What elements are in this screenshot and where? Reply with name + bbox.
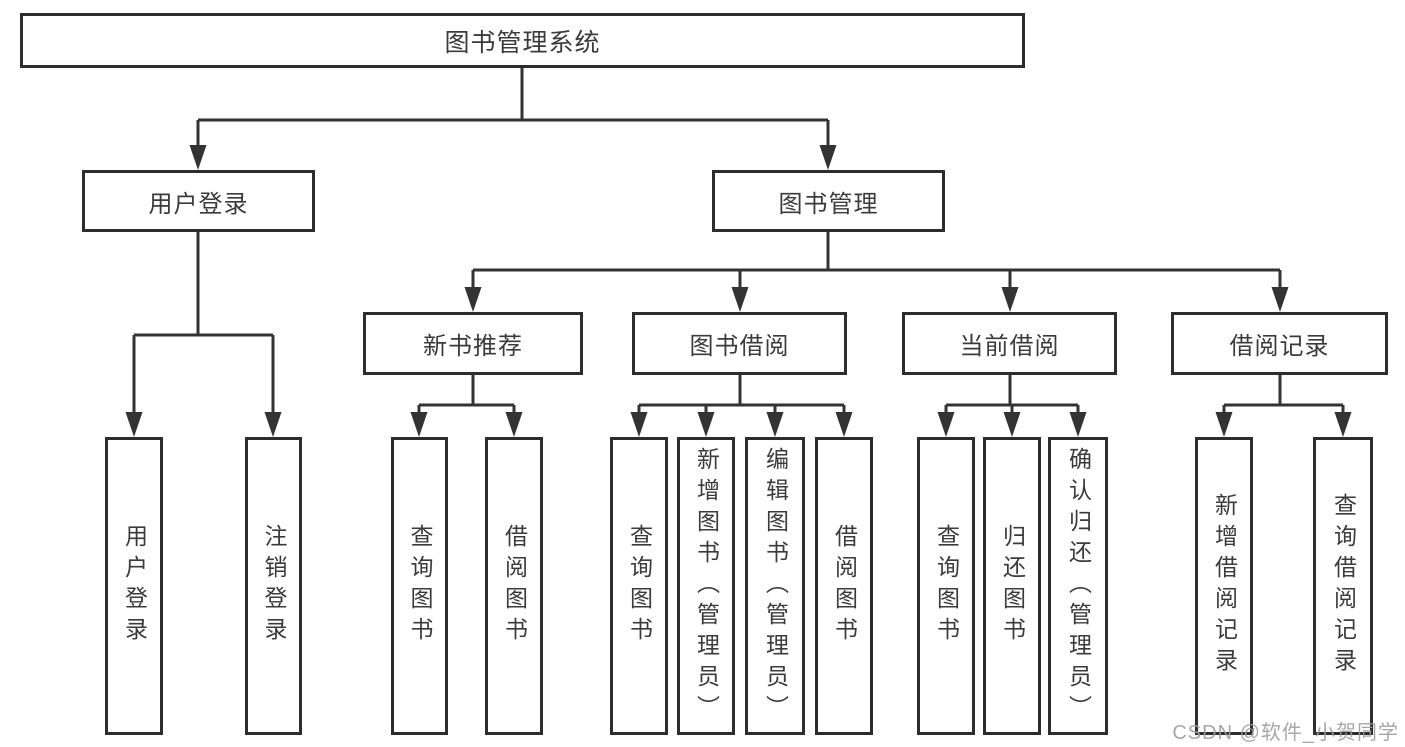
node-label: 查询图书: [933, 524, 960, 648]
node-borrowing-records: 借阅记录: [1171, 312, 1388, 375]
node-label: 新增借阅记录: [1211, 493, 1238, 679]
node-label: 图书管理系统: [444, 28, 601, 57]
arrowhead: [819, 145, 837, 170]
node-label: 图书借阅: [689, 333, 790, 360]
arrowhead: [1215, 412, 1233, 437]
arrowhead: [630, 412, 648, 437]
node-library-management-system: 图书管理系统: [20, 13, 1025, 68]
node-new-book-recommendation: 新书推荐: [363, 312, 583, 375]
node-label: 新增图书（管理员）: [693, 446, 720, 726]
arrowhead: [835, 412, 853, 437]
node-leaf-confirm-return-admin: 确认归还（管理员）: [1048, 437, 1108, 735]
arrowhead: [410, 412, 428, 437]
arrowhead: [1271, 287, 1289, 312]
node-label: 用户登录: [121, 524, 148, 648]
connector-current-borrowing-children: [944, 375, 1080, 417]
arrowhead: [1069, 412, 1087, 437]
node-leaf-edit-books-admin: 编辑图书（管理员）: [745, 437, 805, 735]
node-leaf-query-books: 查询图书: [391, 437, 448, 735]
node-label: 借阅记录: [1229, 333, 1330, 360]
connector-new-book-children: [417, 375, 516, 417]
arrowhead: [464, 287, 482, 312]
arrowhead: [505, 412, 523, 437]
arrowhead: [937, 412, 955, 437]
node-label: 查询借阅记录: [1330, 493, 1357, 679]
arrowhead: [1001, 287, 1019, 312]
node-leaf-add-books-admin: 新增图书（管理员）: [677, 437, 735, 735]
connector-borrow-records-children: [1222, 375, 1345, 417]
node-leaf-query-books-3: 查询图书: [917, 437, 975, 735]
node-leaf-logout: 注销登录: [245, 437, 302, 735]
node-leaf-add-borrow-record: 新增借阅记录: [1195, 437, 1253, 735]
csdn-watermark: CSDN @软件_小贺同学: [1172, 722, 1399, 744]
arrowhead: [1334, 412, 1352, 437]
node-book-borrowing: 图书借阅: [632, 312, 847, 375]
node-label: 借阅图书: [831, 524, 858, 648]
node-label: 注销登录: [261, 524, 287, 648]
node-leaf-borrow-books: 借阅图书: [485, 437, 543, 735]
connector-book-borrowing-children: [637, 375, 846, 417]
node-label: 当前借阅: [959, 333, 1060, 360]
node-current-borrowing: 当前借阅: [902, 312, 1117, 375]
node-label: 用户登录: [148, 190, 249, 218]
node-label: 编辑图书（管理员）: [762, 446, 789, 726]
node-label: 归还图书: [999, 524, 1026, 648]
connector-user-login-children: [132, 232, 275, 417]
node-book-management: 图书管理: [712, 170, 945, 232]
arrowhead: [766, 412, 784, 437]
arrowhead: [264, 412, 282, 437]
node-label: 查询图书: [407, 524, 433, 648]
node-label: 借阅图书: [501, 524, 528, 648]
arrowhead: [189, 145, 207, 170]
node-leaf-return-books: 归还图书: [983, 437, 1041, 735]
node-user-login: 用户登录: [82, 170, 315, 232]
connector-root-to-level2: [196, 68, 830, 150]
node-leaf-query-borrow-record: 查询借阅记录: [1313, 437, 1373, 735]
node-leaf-user-login: 用户登录: [105, 437, 163, 735]
node-leaf-query-books-2: 查询图书: [610, 437, 668, 735]
arrowhead: [1003, 412, 1021, 437]
node-label: 确认归还（管理员）: [1065, 446, 1092, 726]
node-label: 图书管理: [778, 190, 879, 218]
node-label: 新书推荐: [423, 333, 523, 360]
node-label: 查询图书: [626, 524, 653, 648]
connector-book-management-children: [471, 232, 1282, 292]
arrowhead: [697, 412, 715, 437]
node-leaf-borrow-books-2: 借阅图书: [815, 437, 873, 735]
arrowhead: [731, 287, 749, 312]
arrowhead: [125, 412, 143, 437]
